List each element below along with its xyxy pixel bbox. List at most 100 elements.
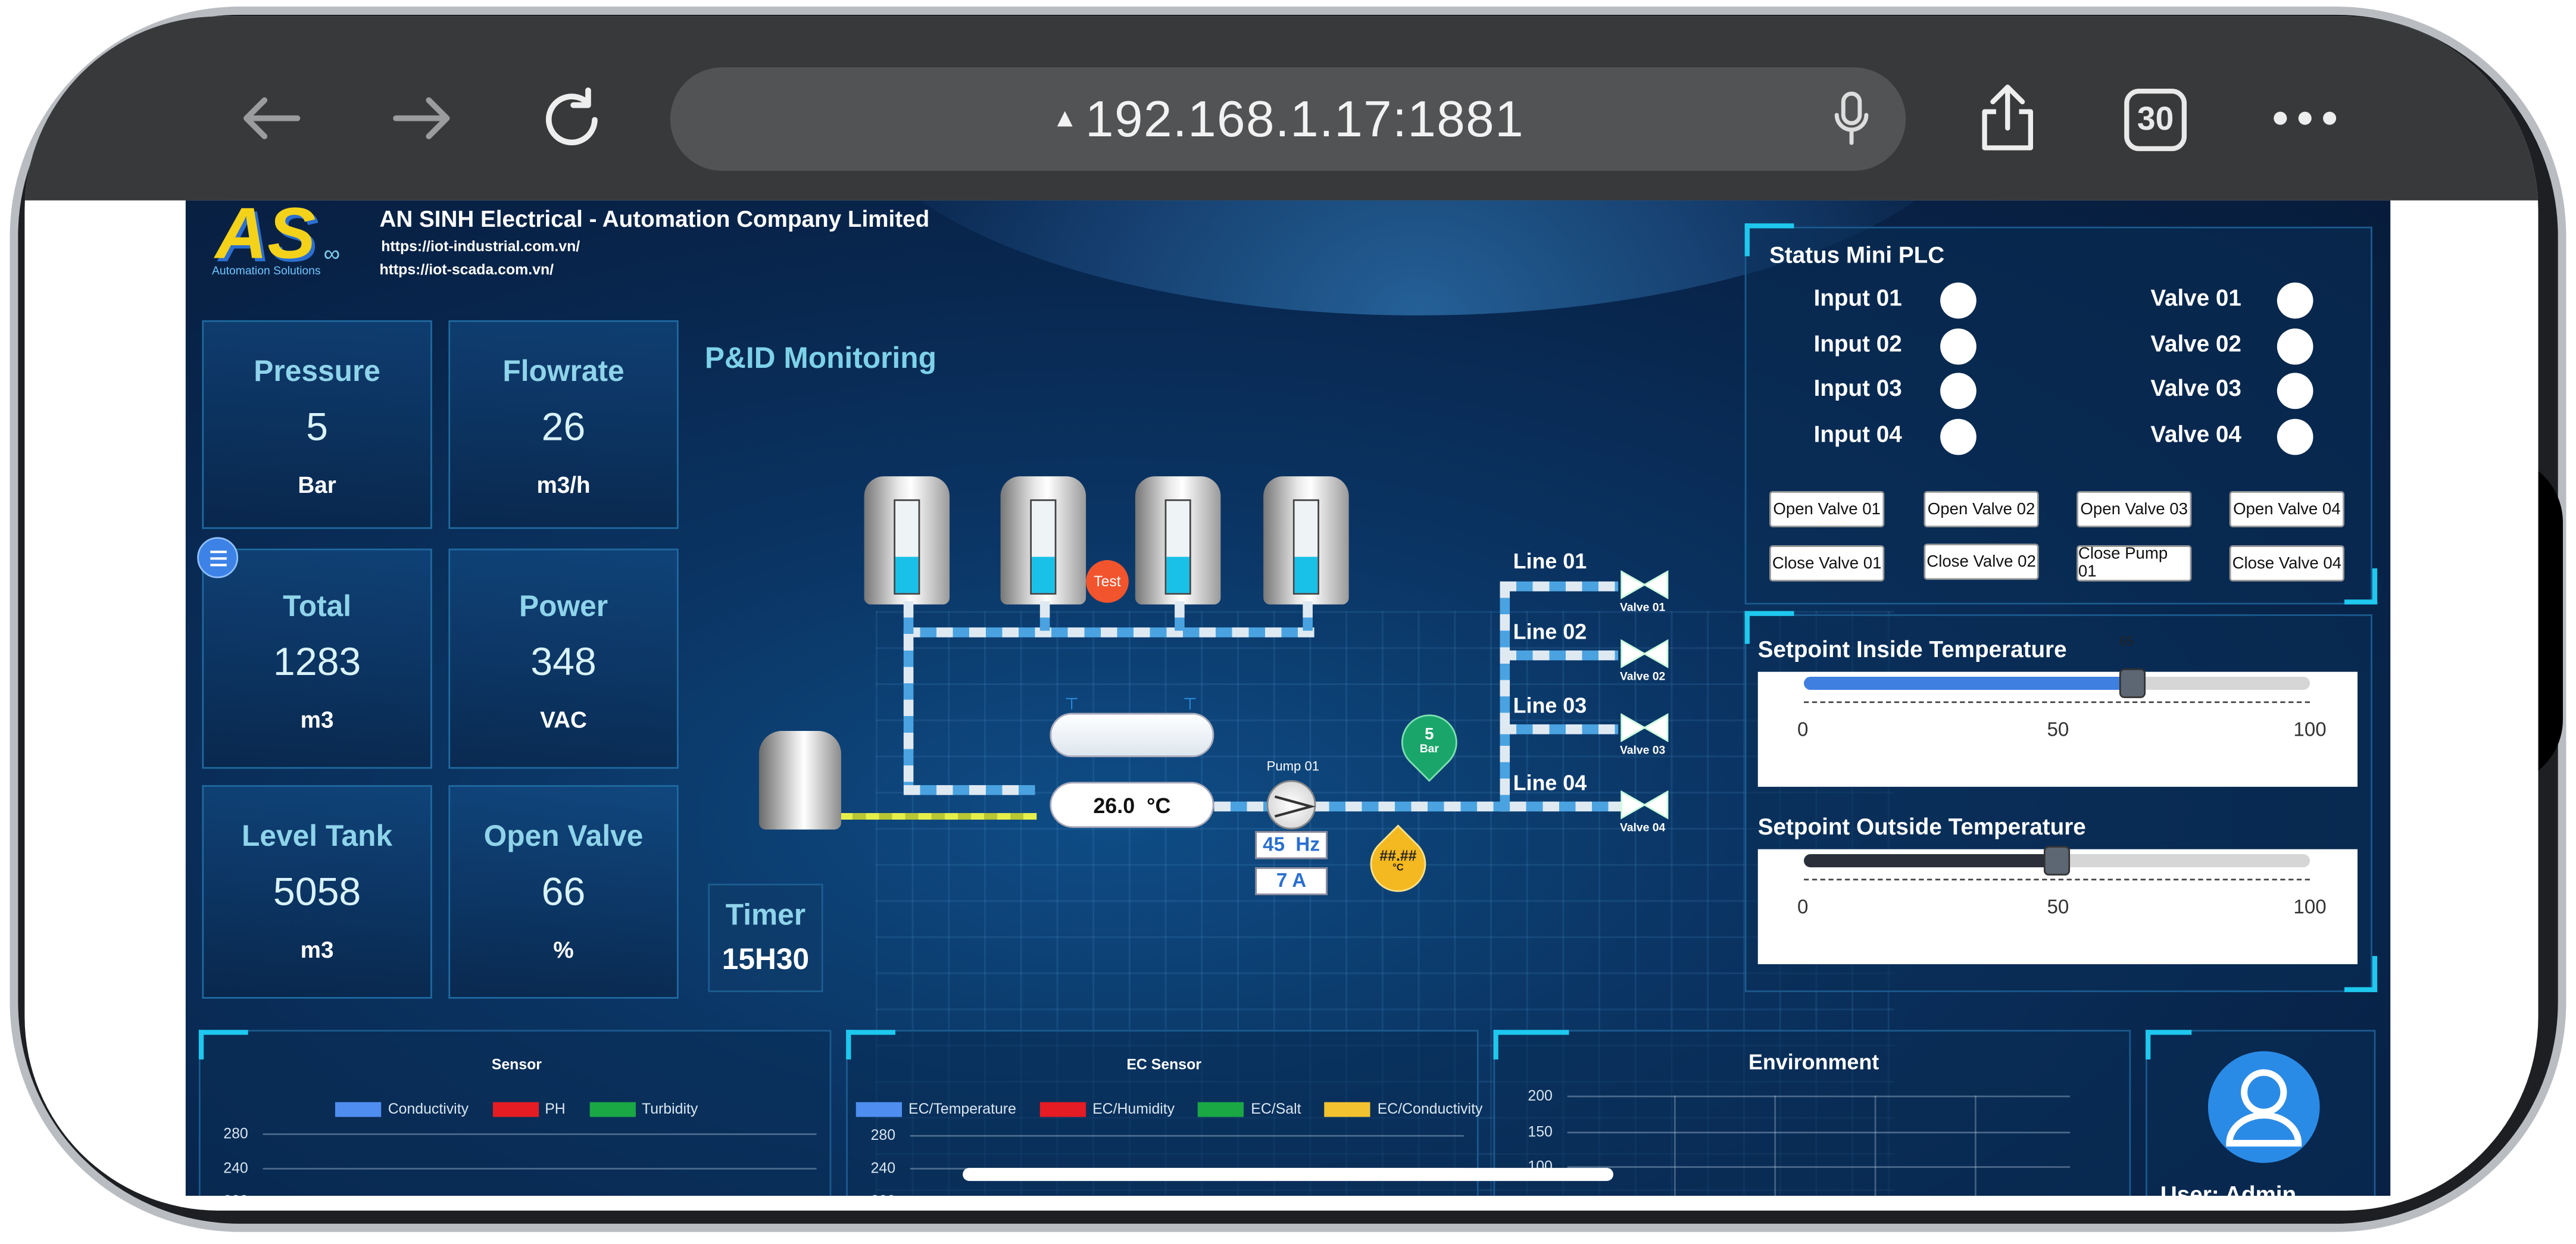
grid-line <box>1774 1095 1776 1196</box>
grid-line <box>1567 1166 2071 1168</box>
address-bar[interactable]: ▲ 192.168.1.17:1881 <box>670 67 1906 171</box>
pump-label: Pump 01 <box>1266 758 1320 774</box>
y-tick: 200 <box>871 1192 895 1196</box>
timer-label: Timer <box>725 898 806 932</box>
card-unit: m3 <box>300 936 334 963</box>
tabs-button[interactable]: 30 <box>2124 89 2187 151</box>
forward-icon[interactable] <box>386 65 458 171</box>
pump-icon[interactable] <box>1266 780 1316 830</box>
tank-level <box>1032 556 1055 593</box>
test-button[interactable]: Test <box>1086 560 1129 603</box>
card-value: 1283 <box>273 640 361 685</box>
valve-1-indicator <box>2277 282 2313 319</box>
card-title: Pressure <box>254 355 380 388</box>
open-valve-02-button[interactable]: Open Valve 02 <box>1924 491 2039 527</box>
pid-title: P&ID Monitoring <box>704 341 936 375</box>
card-title: Power <box>519 589 608 623</box>
heater-top <box>1050 712 1214 758</box>
more-icon[interactable] <box>2269 65 2341 171</box>
valve-3-icon[interactable] <box>1620 713 1669 751</box>
valve-status-label: Valve 01 <box>2150 284 2241 311</box>
setpoint-outside-slider[interactable] <box>1804 846 2310 876</box>
y-tick: 280 <box>223 1125 248 1142</box>
valve-2-indicator <box>2277 328 2313 365</box>
back-icon[interactable] <box>235 65 307 171</box>
valve-4-indicator <box>2277 418 2313 455</box>
card-title: Level Tank <box>242 820 393 853</box>
input-label: Input 04 <box>1813 420 1902 447</box>
close-pump-01-button[interactable]: Close Pump 01 <box>2077 545 2192 582</box>
microphone-icon[interactable] <box>1834 90 1870 160</box>
tank-level-window <box>1030 499 1057 595</box>
pipe-manifold <box>1500 581 1510 812</box>
menu-icon <box>209 549 226 565</box>
valve-4-icon[interactable] <box>1620 790 1669 827</box>
card-value: 66 <box>541 870 586 915</box>
heater-temperature: 26.0 °C <box>1093 792 1171 817</box>
user-avatar-icon[interactable] <box>2207 1051 2320 1163</box>
grid-line <box>263 1168 817 1170</box>
tank-1 <box>864 476 950 605</box>
slider-mid: 50 <box>2047 717 2069 741</box>
setpoint-inside-slider[interactable] <box>1804 668 2310 698</box>
user-label: User: Admin <box>2160 1181 2297 1196</box>
line-label: Line 01 <box>1513 548 1587 574</box>
close-valve-02-button[interactable]: Close Valve 02 <box>1924 543 2039 580</box>
input-label: Input 02 <box>1813 330 1902 357</box>
share-icon[interactable] <box>1972 65 2044 171</box>
open-valve-03-button[interactable]: Open Valve 03 <box>2077 491 2192 527</box>
grid-line <box>1567 1095 2071 1098</box>
chart-title: Sensor <box>491 1056 542 1073</box>
input-label: Input 01 <box>1813 284 1902 311</box>
card-unit: VAC <box>540 706 587 733</box>
grid-line <box>910 1134 1464 1137</box>
slider-min: 0 <box>1797 717 1809 741</box>
setpoint-title: Setpoint Inside Temperature <box>1757 635 2067 662</box>
pipe-line-1 <box>1500 581 1619 592</box>
card-value: 26 <box>541 405 586 451</box>
valve-1-icon[interactable] <box>1620 570 1669 608</box>
valve-status-label: Valve 02 <box>2150 330 2241 357</box>
scada-dashboard: AS ∞ Automation Solutions AN SINH Electr… <box>185 200 2391 1196</box>
pressure-unit: Bar <box>1419 744 1439 756</box>
y-tick: 200 <box>1528 1087 1553 1104</box>
setpoint-inside-slider-box: 0 50 100 <box>1757 668 2358 787</box>
slider-thumb[interactable] <box>2119 668 2146 698</box>
line-label: Line 02 <box>1513 619 1587 644</box>
open-valve-01-button[interactable]: Open Valve 01 <box>1769 491 1885 527</box>
company-link-1[interactable]: https://iot-industrial.com.vn/ <box>381 238 580 255</box>
slider-fill <box>1804 676 2133 690</box>
close-valve-04-button[interactable]: Close Valve 04 <box>2229 545 2344 582</box>
company-logo: AS ∞ Automation Solutions <box>208 201 353 286</box>
slider-thumb[interactable] <box>2043 846 2071 876</box>
card-value: 5 <box>306 405 329 451</box>
y-tick: 200 <box>223 1192 248 1196</box>
valve-label: Valve 04 <box>1619 823 1666 834</box>
open-valve-04-button[interactable]: Open Valve 04 <box>2229 491 2344 527</box>
card-title: Total <box>283 589 352 623</box>
pipe-line-3 <box>1500 724 1619 734</box>
heater-fitting-icon: ⊤ <box>1182 696 1197 715</box>
reload-icon[interactable] <box>534 65 610 171</box>
chart-title: EC Sensor <box>1126 1056 1201 1073</box>
temperature-unit: °C <box>1392 864 1404 874</box>
pipe-to-heater <box>903 785 1035 795</box>
chart-title: Environment <box>1748 1049 1879 1074</box>
chart-legend: EC/Temperature EC/Humidity EC/Salt EC/Co… <box>848 1092 1482 1122</box>
plc-status-panel <box>1744 226 2372 605</box>
heater-fitting-icon: ⊤ <box>1064 696 1079 715</box>
pipe-tank3 <box>1175 601 1185 631</box>
menu-button[interactable] <box>197 537 239 579</box>
pressure-value: 5 <box>1425 726 1434 745</box>
grid-line <box>1567 1132 2071 1134</box>
input-1-indicator <box>1940 282 1977 319</box>
panel-corner <box>2344 568 2378 605</box>
input-2-indicator <box>1940 328 1977 365</box>
valve-2-icon[interactable] <box>1620 639 1669 676</box>
close-valve-01-button[interactable]: Close Valve 01 <box>1769 545 1885 582</box>
pipe-line-2 <box>1500 650 1619 661</box>
pump-current: 7 A <box>1255 867 1328 895</box>
card-title: Open Valve <box>483 820 644 853</box>
company-link-2[interactable]: https://iot-scada.com.vn/ <box>379 261 554 278</box>
tank-level <box>1294 556 1318 593</box>
